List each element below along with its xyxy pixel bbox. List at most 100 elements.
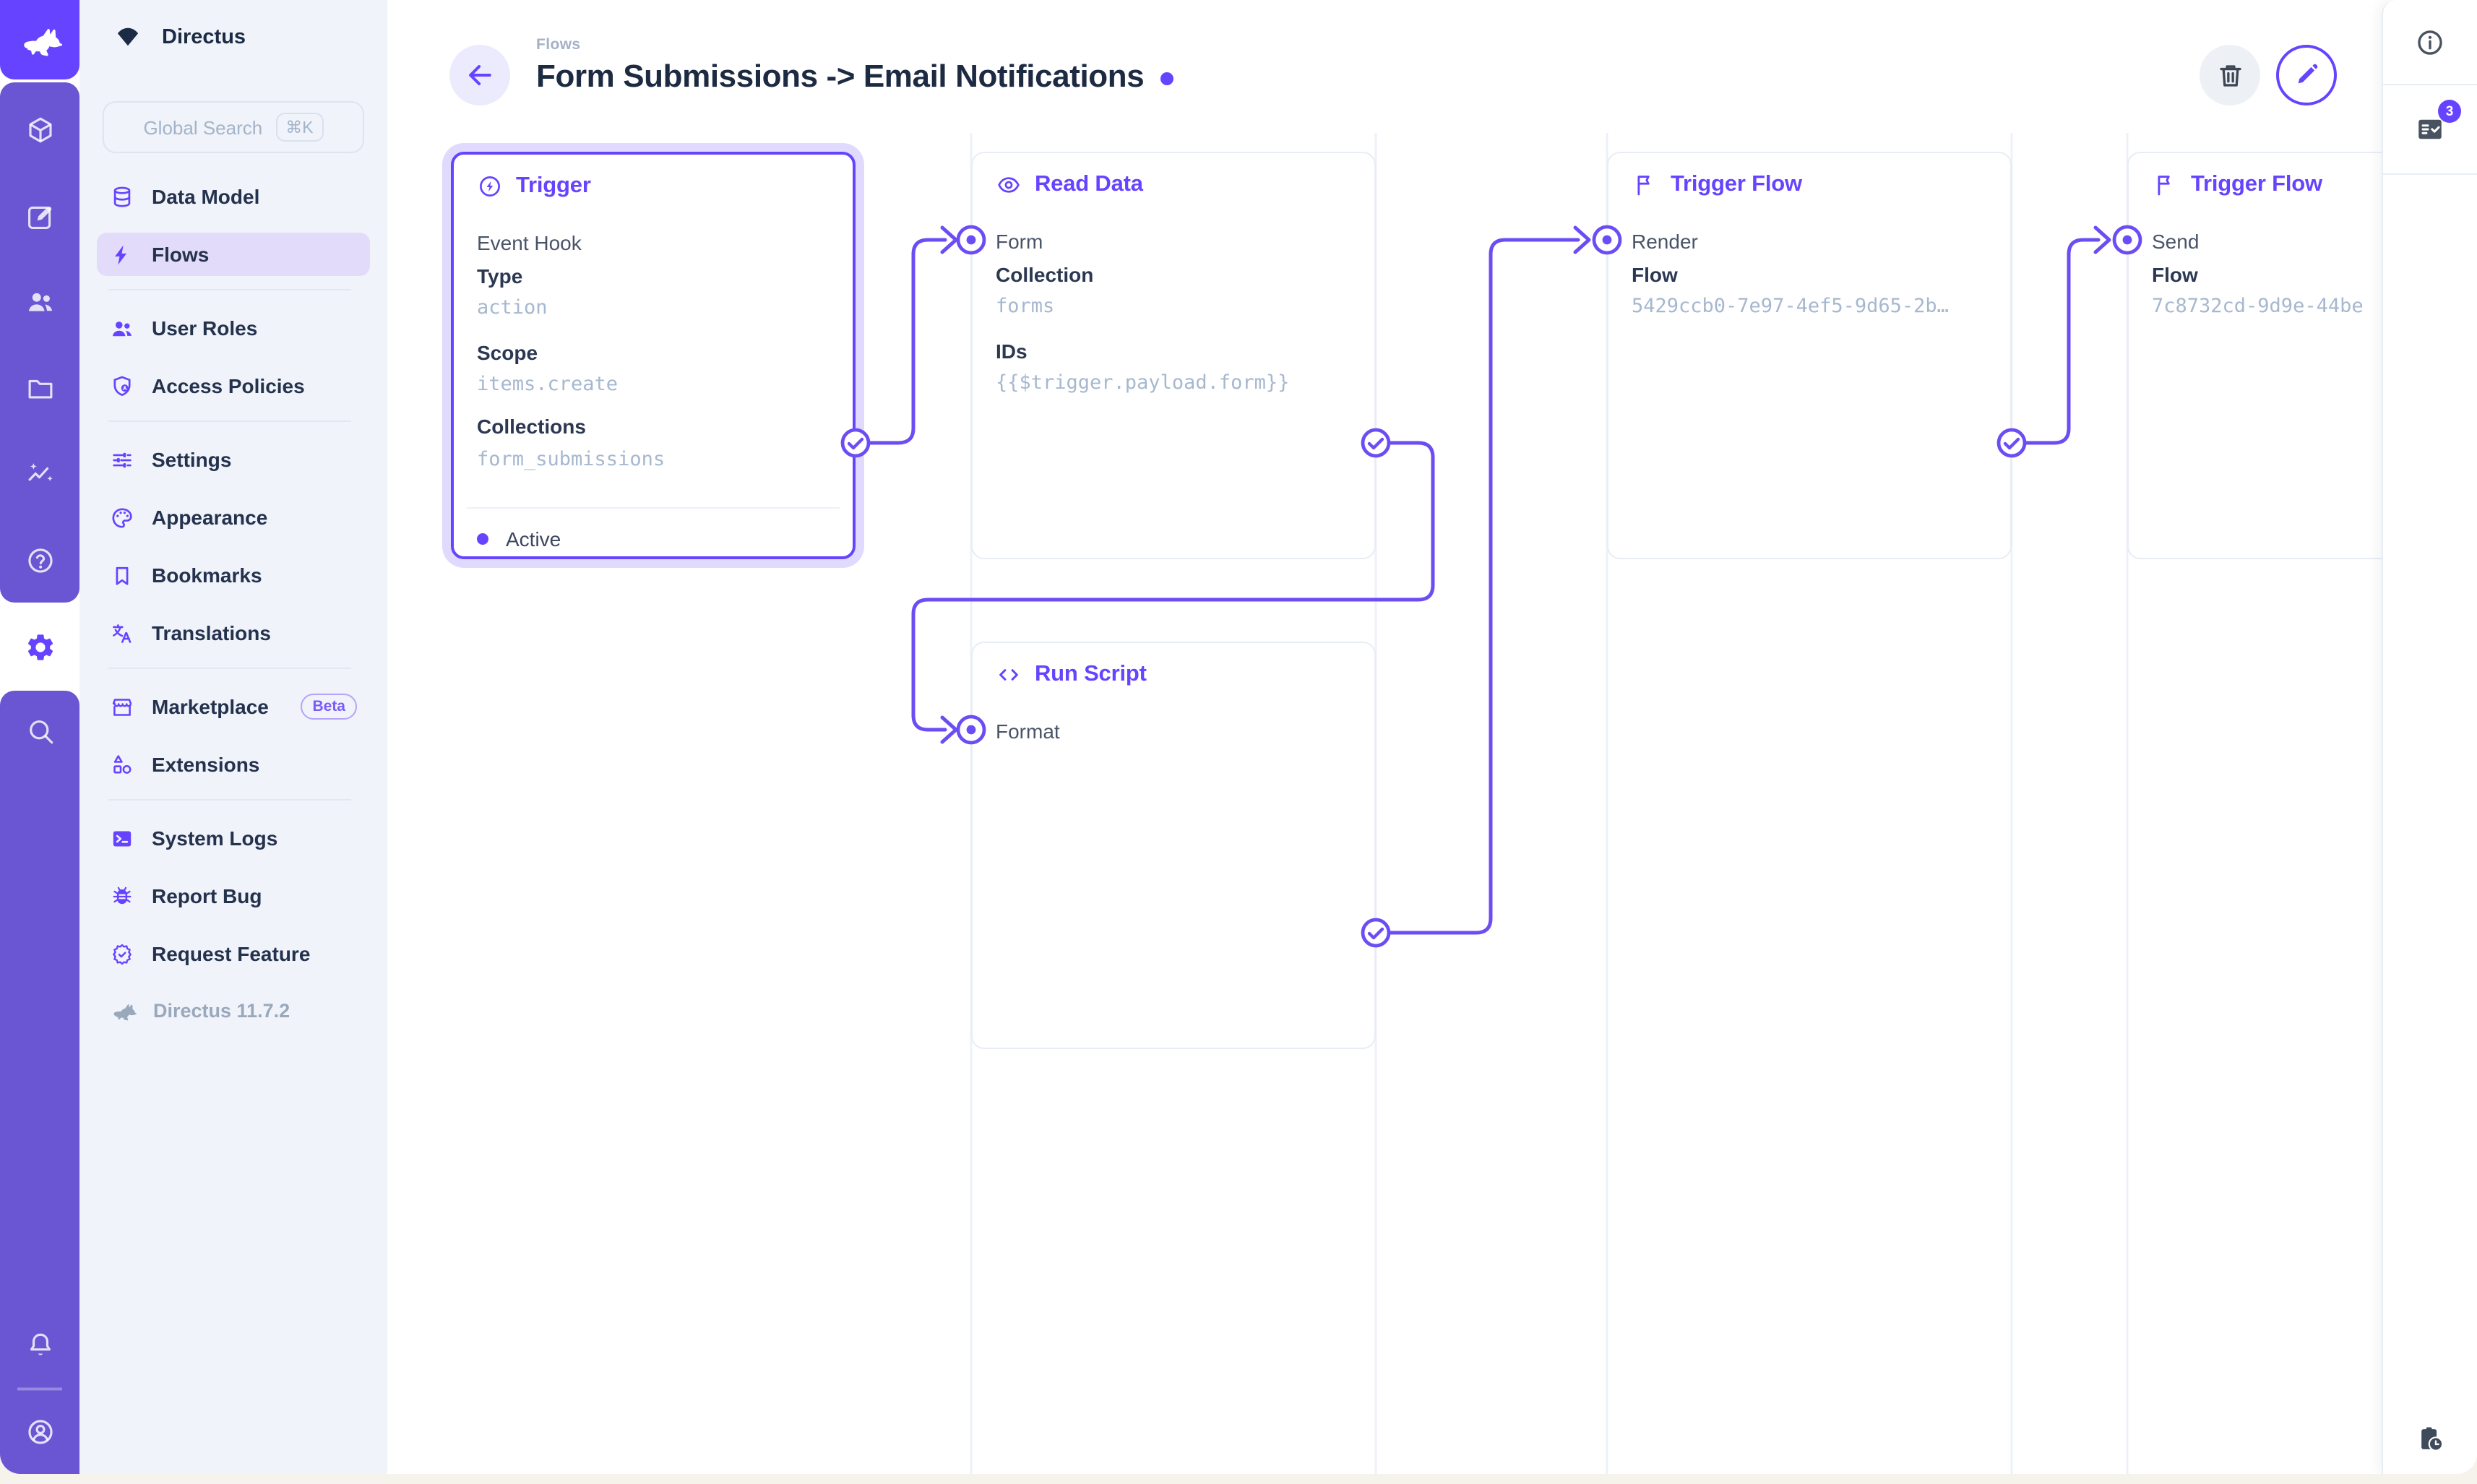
sidebar-item-label: Translations [152, 621, 271, 644]
field-value: 5429ccb0-7e97-4ef5-9d65-2b… [1632, 295, 1949, 318]
sidebar-item-flows[interactable]: Flows [97, 233, 370, 276]
content-module-box-icon[interactable] [25, 115, 55, 145]
panel-title: Trigger [516, 173, 591, 198]
module-bar-group [0, 691, 79, 1474]
sidebar-item-data-model[interactable]: Data Model [97, 175, 370, 218]
eye-icon [998, 177, 1020, 193]
operation-name: Form [996, 230, 1043, 253]
flow-panel-trigger[interactable]: Trigger Event Hook Type action Scope ite… [451, 152, 856, 559]
pending-actions-icon [2421, 1427, 2443, 1451]
sidebar-divider [108, 668, 351, 669]
field-label: Type [477, 264, 523, 288]
connector-arrowhead-icon [1573, 225, 1591, 254]
bolt-circle-icon [480, 176, 500, 197]
panel-title: Trigger Flow [2191, 172, 2322, 197]
sidebar-item-extensions[interactable]: Extensions [97, 743, 370, 786]
trash-icon [2219, 64, 2241, 86]
sidebar-item-translations[interactable]: Translations [97, 611, 370, 655]
panel-divider [467, 507, 840, 509]
field-value: items.create [477, 373, 619, 396]
sidebar-item-system-logs[interactable]: System Logs [97, 816, 370, 860]
files-module-folder-icon[interactable] [25, 374, 55, 404]
back-button[interactable] [449, 45, 510, 105]
connector-trigger-to-read-data [853, 238, 947, 445]
sidebar-item-access-policies[interactable]: Access Policies [97, 364, 370, 407]
delete-flow-button[interactable] [2200, 45, 2260, 105]
translate-icon [113, 624, 132, 642]
project-header[interactable]: Directus [114, 25, 246, 51]
status-badge: Active [477, 527, 561, 551]
account-avatar-icon[interactable] [25, 1417, 55, 1447]
sidebar-item-label: Settings [152, 448, 232, 471]
connector-run-script-to-trigger-flow [1374, 238, 1580, 935]
flag-icon [1637, 176, 1650, 196]
page-title-row: Form Submissions -> Email Notifications [536, 58, 1173, 95]
panel-title: Read Data [1035, 172, 1143, 197]
sidebar: Directus Global Search ⌘K Data Model Flo… [79, 0, 387, 1474]
sidebar-divider [108, 420, 351, 422]
sidebar-item-marketplace[interactable]: Marketplace Beta [97, 685, 370, 728]
panel-header: Trigger Flow [1632, 172, 1802, 198]
connector-arrowhead-icon [2093, 225, 2111, 254]
field-value: {{$trigger.payload.form}} [996, 371, 1290, 394]
global-search-input[interactable]: Global Search ⌘K [103, 101, 364, 153]
sidebar-item-bookmarks[interactable]: Bookmarks [97, 553, 370, 597]
settings-module-active[interactable] [0, 603, 79, 691]
info-button[interactable] [2383, 0, 2477, 85]
sidebar-item-label: Report Bug [152, 884, 262, 907]
sidebar-item-report-bug[interactable]: Report Bug [97, 874, 370, 918]
bolt-icon [115, 244, 127, 264]
connector-arrowhead-icon [940, 715, 958, 744]
pending-revisions-button[interactable] [2414, 1423, 2446, 1455]
code-icon [999, 669, 1018, 681]
badge-check-icon [113, 943, 132, 965]
edit-flow-button[interactable] [2276, 45, 2337, 105]
search-shortcut: ⌘K [275, 113, 324, 142]
sidebar-item-label: Bookmarks [152, 564, 262, 587]
editor-module-icon[interactable] [25, 202, 55, 232]
sidebar-item-settings[interactable]: Settings [97, 438, 370, 481]
sidebar-item-request-feature[interactable]: Request Feature [97, 932, 370, 975]
status-label: Active [506, 527, 561, 551]
field-value: form_submissions [477, 448, 665, 471]
logs-button[interactable]: 3 [2383, 85, 2477, 175]
sidebar-divider [108, 289, 351, 290]
users-module-icon[interactable] [25, 287, 55, 317]
field-label: Collection [996, 263, 1094, 286]
sidebar-item-label: Request Feature [152, 942, 311, 965]
notification-count-badge: 3 [2438, 100, 2461, 123]
beta-badge: Beta [301, 694, 357, 720]
flow-panel-trigger-flow-render[interactable]: Trigger Flow Render Flow 5429ccb0-7e97-4… [1607, 152, 2012, 559]
field-label: Collections [477, 415, 586, 438]
panel-header: Trigger [477, 173, 591, 199]
field-label: Flow [2152, 263, 2198, 286]
connector-trigger-flow-to-trigger-flow [2009, 238, 2101, 445]
flow-panel-read-data[interactable]: Read Data Form Collection forms IDs {{$t… [971, 152, 1376, 559]
panel-title: Trigger Flow [1671, 172, 1802, 197]
flow-panel-run-script[interactable]: Run Script Format [971, 642, 1376, 1049]
notifications-bell-icon[interactable] [25, 1330, 55, 1360]
pencil-icon [2298, 64, 2318, 84]
field-label: IDs [996, 340, 1028, 363]
bookmark-icon [116, 566, 129, 584]
module-bar-divider [17, 1387, 62, 1390]
flag-icon [2158, 176, 2170, 196]
sidebar-item-appearance[interactable]: Appearance [97, 496, 370, 539]
sidebar-item-user-roles[interactable]: User Roles [97, 306, 370, 350]
arrow-left-icon [469, 65, 491, 85]
search-icon[interactable] [25, 716, 55, 746]
connector-arrowhead-icon [940, 225, 958, 254]
operation-name: Format [996, 720, 1060, 743]
field-value: 7c8732cd-9d9e-44be [2152, 295, 2364, 318]
directus-logo[interactable] [0, 0, 79, 79]
sidebar-item-label: Marketplace [152, 695, 269, 718]
trigger-type: Event Hook [477, 231, 582, 254]
bug-icon [113, 886, 132, 904]
directus-rabbit-logo-icon [23, 29, 62, 56]
insights-module-icon[interactable] [25, 459, 55, 489]
sidebar-item-label: System Logs [152, 827, 278, 850]
breadcrumb[interactable]: Flows [536, 36, 581, 53]
help-module-icon[interactable] [25, 545, 55, 576]
